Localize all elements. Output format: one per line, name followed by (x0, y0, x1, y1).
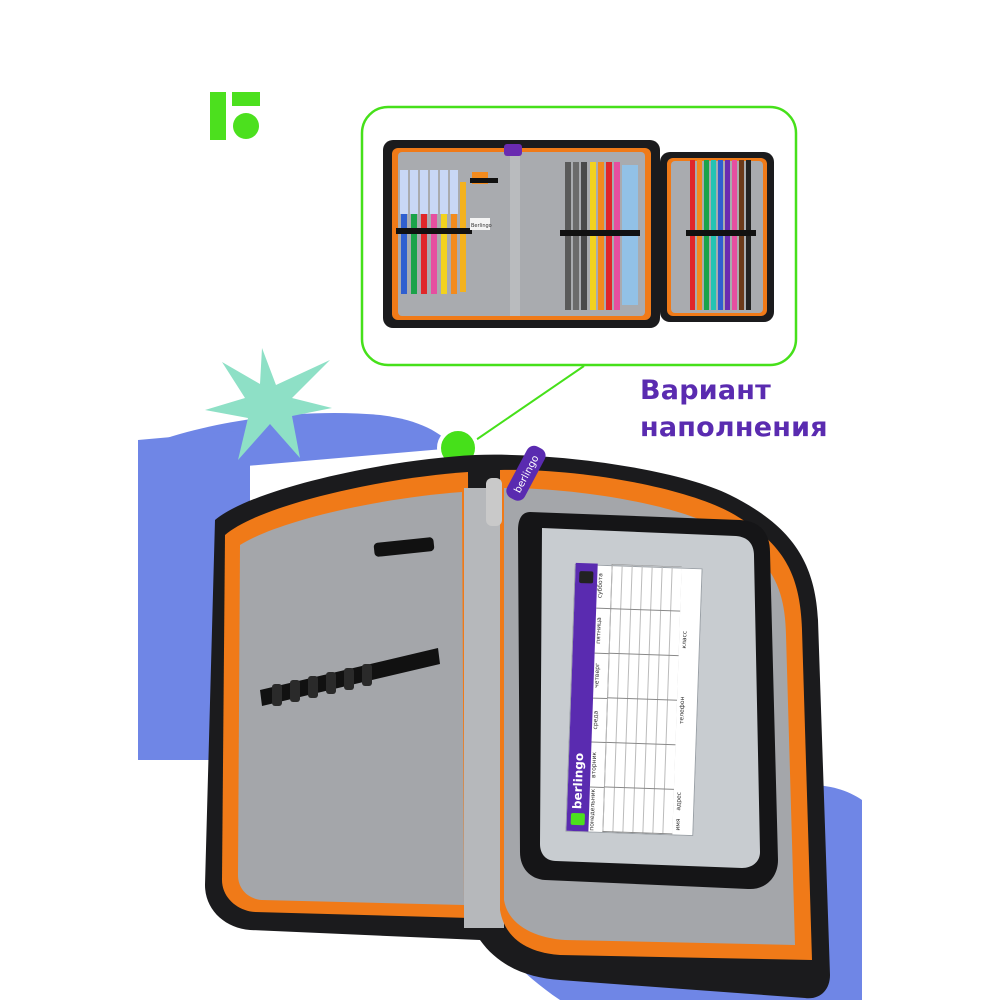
zipper-slider (486, 478, 502, 526)
star-decoration-icon (205, 348, 332, 460)
markers-row (396, 170, 472, 294)
schedule-grid (602, 564, 682, 835)
pencils-right (686, 160, 756, 310)
pencils-middle (560, 162, 640, 310)
schedule-day: суббота (596, 573, 605, 599)
filled-case-preview: Berlingo (383, 140, 774, 328)
footer-field: класс (680, 630, 689, 649)
mini-card-brand: Berlingo (471, 223, 492, 229)
elastic-loop-bumps (272, 664, 372, 706)
robot-icon (579, 571, 594, 584)
caption-line-1: Вариант (640, 375, 771, 406)
elastic-loop-top (373, 537, 435, 557)
center-spine (464, 488, 504, 928)
footer-field: адрес (675, 791, 683, 811)
schedule-card-brand-icon (570, 812, 586, 826)
footer-field: имя (674, 818, 682, 831)
footer-field: телефон (678, 696, 687, 725)
callout-connector (469, 365, 585, 445)
filling-caption: Вариант наполнения (640, 372, 980, 446)
schedule-card: berlingo понедельник вторник среда четве… (565, 562, 703, 837)
schedule-card-brand: berlingo (570, 752, 587, 810)
lining-left (238, 492, 464, 905)
mini-card-eraser (470, 218, 490, 230)
caption-line-2: наполнения (640, 412, 828, 443)
